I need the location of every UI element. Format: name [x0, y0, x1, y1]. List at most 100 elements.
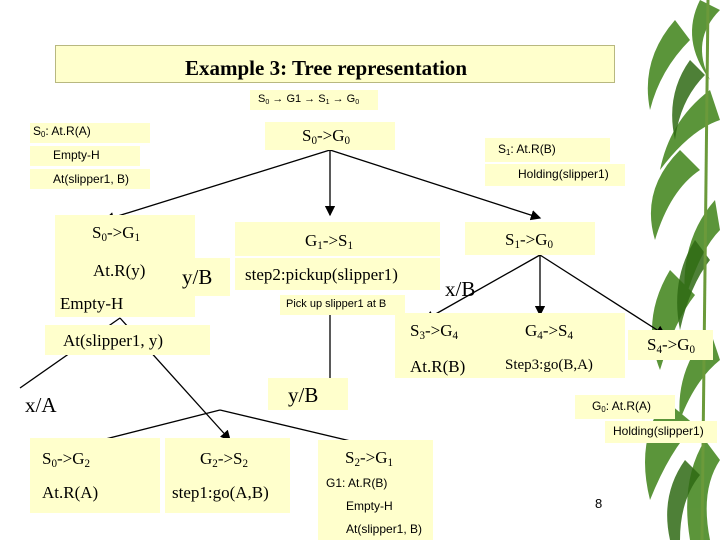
yb-binding-box-1	[170, 258, 230, 296]
g0-state-box	[575, 395, 675, 419]
right-node-goal: S1->G0	[505, 230, 554, 251]
s4-node-goal: S4->G0	[647, 335, 696, 356]
path-s: S	[258, 93, 266, 105]
g4-node-box	[495, 313, 625, 378]
g2s2-goal-b-sub: 2	[242, 457, 249, 470]
s2g1-node-empty-h: Empty-H	[346, 499, 393, 513]
s3-node-box	[395, 313, 503, 378]
s2g1-goal-arrow: ->G	[360, 448, 388, 467]
left-node-empty-h: Empty-H	[60, 294, 124, 313]
s2g1-node-state: G1: At.R(B)	[326, 476, 388, 490]
left-at-box	[45, 325, 210, 355]
s3-goal-a: S	[410, 321, 420, 340]
solution-path: S0 → G1 → S1 → G0	[258, 93, 360, 106]
g2s2-goal-a: G	[200, 449, 213, 468]
path-mid2: → G	[329, 93, 356, 105]
s2g1-node-box	[318, 440, 433, 540]
g0-holding-box	[605, 421, 717, 443]
g4-node-action: Step3:go(B,A)	[505, 357, 593, 373]
left-goal-a-sub: 0	[101, 231, 107, 244]
g0-state-sub: 0	[601, 404, 606, 414]
s3-goal-a-sub: 3	[419, 329, 425, 342]
g2s2-node-action: step1:go(A,B)	[172, 483, 269, 502]
s0g2-node-box	[30, 438, 160, 513]
s0g2-node-goal: S0->G2	[42, 449, 91, 470]
middle-node-action: step2:pickup(slipper1)	[245, 265, 398, 284]
middle-goal-b-sub: 1	[347, 239, 354, 252]
root-goal: S0->G0	[302, 127, 351, 147]
yb-binding-2: y/B	[288, 383, 319, 407]
s2g1-goal-a: S	[345, 448, 355, 467]
yb-binding-box-2	[268, 378, 348, 410]
s1-state-prefix: S	[498, 142, 507, 156]
s0g2-goal-a: S	[42, 449, 52, 468]
root-goal-b-sub: 0	[344, 134, 351, 147]
root-goal-a-sub: 0	[311, 134, 317, 147]
right-goal-b-sub: 0	[547, 238, 554, 251]
s4-node-box	[628, 330, 713, 360]
left-node-atr: At.R(y)	[93, 261, 146, 280]
s1-state-sub: 1	[506, 147, 511, 157]
s3-node-atr: At.R(B)	[410, 357, 466, 376]
right-goal-a: S	[505, 230, 515, 249]
g4-goal-arrow: ->S	[542, 321, 568, 340]
g4-goal-a-sub: 4	[537, 329, 543, 342]
left-node-goal: S0->G1	[92, 223, 141, 244]
s0g2-goal-b-sub: 2	[84, 457, 91, 470]
g2s2-goal-arrow: ->S	[217, 449, 243, 468]
g0-state-rest: : At.R(A)	[605, 399, 652, 413]
s2g1-goal-b-sub: 1	[387, 456, 394, 469]
s1-holding: Holding(slipper1)	[518, 167, 609, 181]
s4-goal-b-sub: 0	[689, 343, 696, 356]
right-goal-arrow: ->G	[520, 230, 548, 249]
s2g1-node-at-slipper: At(slipper1, B)	[346, 522, 423, 536]
g4-goal-b-sub: 4	[567, 329, 574, 342]
left-goal-a: S	[92, 223, 102, 242]
root-at-slipper: At(slipper1, B)	[53, 172, 130, 186]
page-number: 8	[595, 496, 603, 511]
g2s2-goal-a-sub: 2	[212, 457, 218, 470]
g2s2-node-goal: G2->S2	[200, 449, 249, 470]
s0g2-goal-a-sub: 0	[51, 457, 57, 470]
g4-goal-a: G	[525, 321, 538, 340]
right-goal-a-sub: 1	[514, 238, 520, 251]
path-g0-sub: 0	[355, 97, 360, 106]
root-state-box	[30, 123, 150, 143]
s4-goal-a-sub: 4	[656, 343, 662, 356]
middle-node-note: Pick up slipper1 at B	[286, 298, 387, 310]
middle-goal-a: G	[305, 231, 318, 250]
root-empty-h: Empty-H	[53, 148, 100, 162]
xa-binding: x/A	[25, 393, 57, 417]
root-state-label: S0: At.R(A)	[33, 124, 91, 139]
path-mid1: → G1 → S	[269, 93, 326, 105]
solution-path-box	[250, 90, 378, 110]
middle-goal-a-sub: 1	[317, 239, 323, 252]
s3-goal-b-sub: 4	[452, 329, 459, 342]
left-goal-b-sub: 1	[134, 231, 141, 244]
s2g1-node-goal: S2->G1	[345, 448, 394, 469]
middle-goal-box	[235, 222, 440, 256]
right-node-box	[465, 222, 595, 255]
middle-node-goal: G1->S1	[305, 231, 354, 252]
middle-goal-arrow: ->S	[322, 231, 348, 250]
root-at-box	[30, 169, 150, 189]
middle-note-box	[280, 295, 405, 315]
root-state-prefix: S	[33, 124, 42, 138]
g0-holding: Holding(slipper1)	[613, 424, 704, 438]
s3-goal-arrow: ->G	[425, 321, 453, 340]
xb-binding: x/B	[445, 277, 476, 301]
g4-node-goal: G4->S4	[525, 321, 574, 342]
g0-state-label: G0: At.R(A)	[592, 399, 652, 414]
middle-action-box	[235, 258, 440, 290]
s4-goal-arrow: ->G	[662, 335, 690, 354]
s1-state-box	[485, 138, 610, 162]
path-s0-sub: 0	[265, 97, 270, 106]
g0-state-prefix: G	[592, 399, 602, 413]
s3-node-goal: S3->G4	[410, 321, 459, 342]
title-box	[55, 45, 615, 83]
s2g1-goal-a-sub: 2	[354, 456, 360, 469]
s0g2-goal-arrow: ->G	[57, 449, 85, 468]
root-state-sub: 0	[41, 129, 46, 139]
root-state-rest: : At.R(A)	[45, 124, 91, 138]
root-empty-box	[30, 146, 140, 166]
